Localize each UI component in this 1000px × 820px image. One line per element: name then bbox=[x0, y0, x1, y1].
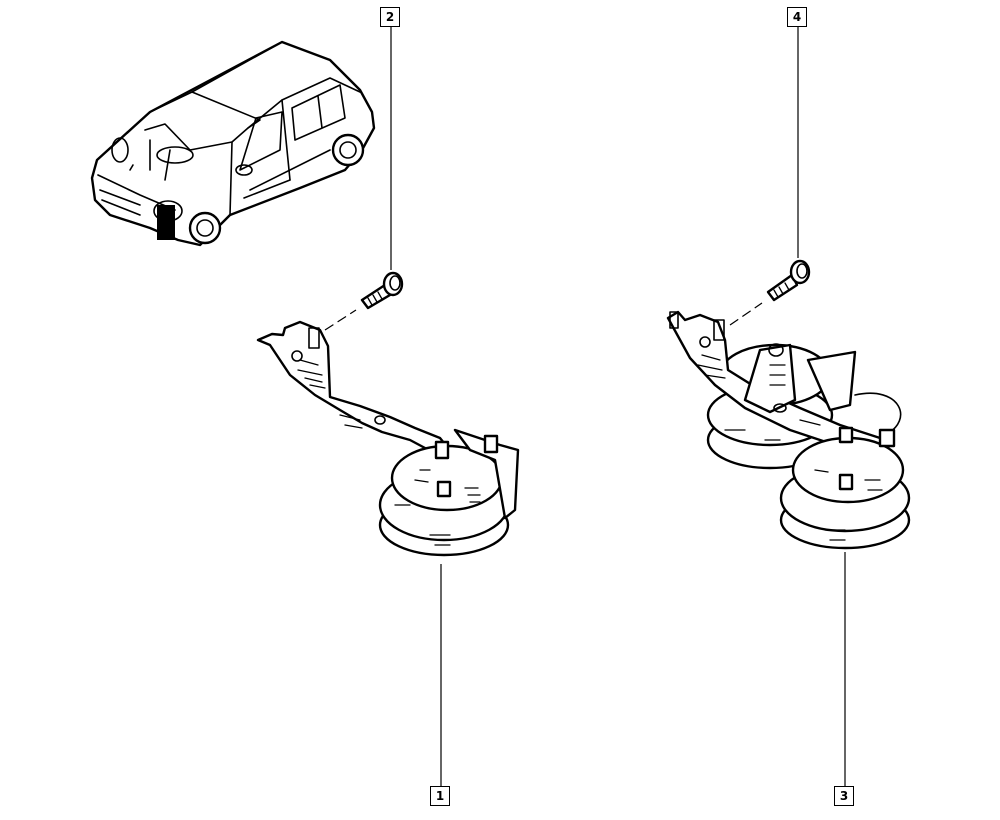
bolt-4 bbox=[766, 259, 811, 302]
callout-1: 1 bbox=[430, 786, 450, 806]
dual-horn-assembly bbox=[666, 259, 911, 550]
callout-4: 4 bbox=[787, 7, 807, 27]
horn-1 bbox=[378, 428, 520, 557]
single-horn-assembly bbox=[256, 271, 520, 557]
horn-3-front bbox=[779, 426, 911, 550]
callout-3: 3 bbox=[834, 786, 854, 806]
grille bbox=[157, 205, 175, 240]
bolt-2 bbox=[360, 271, 404, 310]
vehicle-locator-illustration bbox=[90, 40, 376, 247]
bracket-dual bbox=[666, 310, 892, 460]
bracket-single bbox=[256, 320, 450, 458]
callout-2: 2 bbox=[380, 7, 400, 27]
